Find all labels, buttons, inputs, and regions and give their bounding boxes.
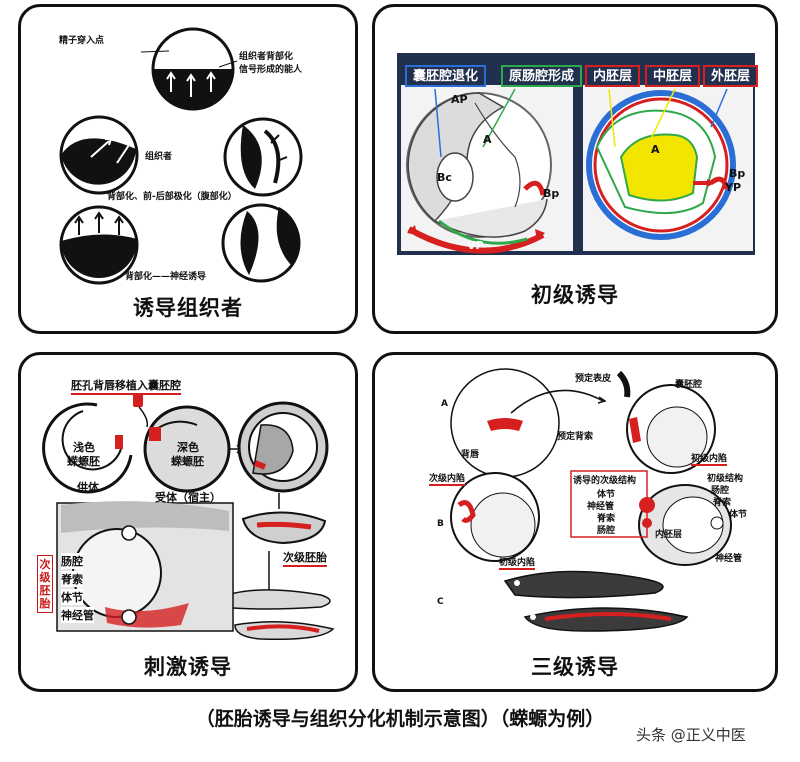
label-presumptive-ectoderm: 预定背索 [557, 432, 594, 442]
label-secondary-embryo: 次级胚胎 [283, 549, 327, 567]
label-primary-invagination-2: 初级内陷 [499, 555, 536, 570]
label-transplant: 胚孔背唇移植入囊胚腔 [71, 377, 181, 395]
label-bc: Bc [437, 171, 452, 184]
panel-organizer: 精子穿入点 组织者背部化 信号形成的能人 组织者 背部化、前-后部极化（腹部化）… [18, 4, 358, 334]
tertiary-cross-section [638, 484, 732, 566]
graft-piece [133, 393, 143, 407]
label-somite: 体节 [61, 589, 83, 605]
label-bp-right: Bp [729, 167, 746, 180]
watermark: 头条 @正义中医 [636, 726, 746, 744]
label-primary-gut: 肠腔 [711, 486, 730, 496]
label-primary-structure: 初级结构 [707, 474, 744, 484]
label-stage-a: A [441, 399, 448, 409]
neurula [241, 511, 327, 545]
label-induced-somite: 体节 [597, 490, 616, 500]
tag-blastocoel-regression: 囊胚腔退化 [405, 65, 487, 87]
figure-caption: （胚胎诱导与组织分化机制示意图）（蝾螈为例） [195, 708, 605, 730]
twin-tadpole [215, 589, 335, 641]
label-organizer: 组织者 [145, 152, 173, 162]
label-dark-embryo-2: 蝾螈胚 [171, 455, 204, 468]
label-sperm-entry: 精子穿入点 [59, 36, 105, 46]
label-secondary-side: 次级胚胎 [37, 555, 53, 613]
host-gastrula [237, 401, 329, 493]
embryo-bottom-right [221, 203, 301, 283]
label-yp: YP [725, 181, 742, 194]
label-induced-notochord: 脊索 [597, 514, 616, 524]
tag-ectoderm: 外胚层 [703, 65, 759, 87]
embryo-top [140, 27, 238, 111]
label-dorsal-signal: 组织者背部化 [239, 52, 294, 62]
label-primary-neural-tube: 神经管 [715, 554, 743, 564]
label-induced-gut: 肠腔 [597, 526, 616, 536]
label-light-embryo-2: 蝾螈胚 [67, 455, 100, 468]
label-endoderm: 内胚层 [655, 530, 683, 540]
label-presumptive-epidermis: 预定表皮 [575, 374, 612, 384]
gastrula-left [401, 85, 573, 254]
tertiary-illustration [450, 368, 732, 632]
label-ap: AP [451, 93, 468, 106]
label-primary-somite: 体节 [729, 510, 748, 520]
tag-archenteron-formation: 原肠腔形成 [501, 65, 583, 87]
label-bp: Bp [543, 187, 560, 200]
label-a-right: A [651, 143, 660, 156]
panel-tertiary-induction: A B C 预定表皮 囊胚腔 背唇 预定背索 初级内陷 次级内陷 初级内陷 诱导… [372, 352, 778, 692]
tertiary-stage-a-right [626, 384, 716, 474]
embryo-mid-right [223, 117, 303, 197]
panel-title-tertiary: 三级诱导 [531, 655, 619, 679]
organizer-illustration [59, 27, 303, 285]
gastrula-right [583, 85, 753, 251]
tertiary-stage-a [450, 368, 607, 478]
embryo-mid-left [59, 115, 139, 195]
tertiary-stage-c [503, 570, 689, 632]
label-dorsal-lip: 背唇 [461, 450, 480, 460]
label-dorsal-signal-2: 信号形成的能人 [239, 65, 303, 75]
tag-mesoderm: 中胚层 [645, 65, 701, 87]
label-blastocoel: 囊胚腔 [675, 380, 703, 390]
label-induced-neural-tube: 神经管 [587, 502, 615, 512]
label-secondary-invagination: 次级内陷 [429, 471, 466, 486]
epidermis-piece [616, 370, 631, 398]
label-light-embryo: 浅色 [73, 441, 95, 454]
label-a: A [483, 133, 492, 146]
label-stage-b: B [437, 519, 444, 529]
label-donor: 供体 [77, 481, 99, 494]
tag-endoderm: 内胚层 [585, 65, 641, 87]
label-notochord: 脊索 [61, 571, 83, 587]
host-embryo [143, 405, 231, 493]
stimulus-illustration [42, 393, 335, 641]
label-dorsalization: 背部化、前-后部极化（腹部化） [107, 192, 237, 202]
label-neural-tube: 神经管 [61, 607, 94, 623]
panel-title-organizer: 诱导组织者 [133, 296, 243, 320]
panel-title-primary: 初级诱导 [531, 283, 619, 307]
label-vp: VP [467, 239, 484, 252]
label-induced-structure: 诱导的次级结构 [573, 476, 637, 486]
label-neural-induction: 背部化——神经诱导 [125, 272, 207, 282]
panel-stimulus-induction: 胚孔背唇移植入囊胚腔 浅色 蝾螈胚 供体 深色 蝾螈胚 受体（宿主） 次级胚胎 … [18, 352, 358, 692]
label-primary-invagination: 初级内陷 [691, 451, 728, 466]
label-host: 受体（宿主） [155, 491, 221, 504]
label-primary-notochord: 脊索 [713, 498, 732, 508]
embryo-bottom-left [59, 205, 139, 285]
label-gut: 肠腔 [61, 553, 83, 569]
panel-title-stimulus: 刺激诱导 [144, 655, 232, 679]
panel-primary-induction: 囊胚腔退化 原肠腔形成 内胚层 中胚层 外胚层 AP A Bc Bp VP A … [372, 4, 778, 334]
donor-embryo [42, 402, 133, 494]
label-dark-embryo: 深色 [177, 441, 199, 454]
primary-illustration [401, 85, 753, 254]
tertiary-stage-b [450, 472, 540, 562]
induced-structure-box [570, 470, 648, 538]
label-stage-c: C [437, 597, 444, 607]
